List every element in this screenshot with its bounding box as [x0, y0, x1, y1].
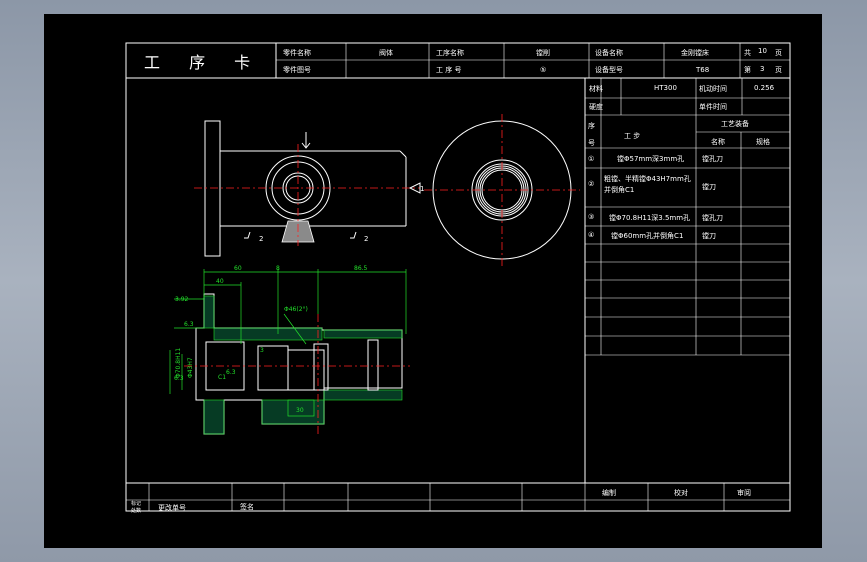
dim-label: 8 — [276, 265, 280, 272]
dim-label: 3 — [260, 347, 264, 354]
step-row-no: ② — [588, 180, 594, 188]
unit-time-label: 单件时间 — [699, 102, 727, 111]
process-name-label: 工序名称 — [436, 48, 464, 57]
equip-name-label: 设备名称 — [595, 48, 623, 57]
step-row-no: ④ — [588, 231, 594, 239]
card-title: 工 序 卡 — [144, 53, 262, 72]
dim-label: 6.3 — [226, 369, 236, 376]
part-name-label: 零件名称 — [283, 48, 311, 57]
step-row-desc: 镗Φ60mm孔并倒角C1 — [611, 231, 683, 240]
dim-label: 6.3 — [184, 321, 194, 328]
drawing-sheet[interactable]: 工 序 卡 零件名称 阀体 零件图号 工序名称 镗削 工 序 号 ⑤ 设备名称 … — [44, 14, 822, 548]
total-pages: 10 — [758, 47, 767, 55]
view-label: 1 — [420, 185, 424, 193]
step-row-desc: 镗Φ70.8H11深3.5mm孔 — [609, 213, 690, 222]
step-row-tool: 镗刀 — [702, 182, 716, 191]
dim-label: Φ70.8H11 — [175, 348, 182, 378]
page-no: 3 — [760, 65, 764, 73]
hardness-label: 硬度 — [589, 102, 603, 111]
dim-label: C1 — [218, 374, 226, 381]
footer-check: 校对 — [674, 488, 688, 497]
equip-model-label: 设备型号 — [595, 65, 623, 74]
part-name-value: 阀体 — [379, 48, 393, 57]
dim-label: 60 — [234, 265, 242, 272]
sheet-border — [125, 42, 791, 512]
machine-time-label: 机动时间 — [699, 84, 727, 93]
right-table — [584, 78, 791, 483]
tool-name-header: 名称 — [711, 137, 725, 146]
footer-compile: 编制 — [602, 488, 616, 497]
step-row-desc: 粗镗、半精镗Φ43H7mm孔并倒角C1 — [604, 175, 691, 194]
drawing-no-label: 零件图号 — [283, 65, 311, 74]
seq-label-bottom: 号 — [588, 139, 595, 147]
section-label: 2 — [259, 235, 263, 243]
header-table — [126, 43, 790, 79]
footer-change-no: 更改单号 — [158, 503, 186, 512]
step-row-desc-wrap: 粗镗、半精镗Φ43H7mm孔并倒角C1 — [604, 175, 691, 194]
drawing-canvas: 工 序 卡 零件名称 阀体 零件图号 工序名称 镗削 工 序 号 ⑤ 设备名称 … — [125, 42, 791, 514]
step-row-tool: 镗刀 — [702, 231, 716, 240]
dim-label: Φ43H7 — [187, 357, 194, 378]
dim-label: Φ46(2°) — [284, 306, 308, 313]
step-header: 工 步 — [624, 132, 640, 140]
footer-count-label: 处数 — [131, 507, 141, 514]
front-view — [194, 120, 421, 257]
page-unit: 页 — [775, 49, 782, 57]
footer-review: 审阅 — [737, 488, 751, 497]
footer-mark-label: 标记 — [131, 500, 141, 507]
equip-name-value: 金刚镗床 — [681, 48, 709, 57]
tool-spec-header: 规格 — [756, 137, 770, 146]
page-no-prefix: 第 — [744, 65, 751, 74]
step-row-tool: 镗孔刀 — [702, 213, 723, 222]
equip-header: 工艺装备 — [721, 119, 749, 128]
seq-label-top: 序 — [588, 121, 595, 130]
dim-label: 6.3 — [174, 375, 184, 382]
process-no-label: 工 序 号 — [436, 65, 461, 74]
material-value: HT300 — [654, 84, 677, 92]
machine-time-value: 0.256 — [754, 84, 775, 92]
step-row-no: ③ — [588, 213, 594, 221]
footer-table — [126, 482, 790, 511]
footer-sign: 签名 — [240, 502, 254, 511]
dim-label: 3.92 — [175, 296, 189, 303]
dim-label: 30 — [296, 407, 304, 414]
step-row-no: ① — [588, 155, 594, 163]
process-name-value: 镗削 — [536, 48, 550, 57]
process-no-value: ⑤ — [540, 66, 546, 74]
dimensions — [169, 269, 407, 394]
step-row-tool: 镗孔刀 — [702, 154, 723, 163]
equip-model-value: T68 — [695, 66, 709, 74]
section-label: 2 — [364, 235, 368, 243]
step-row-desc: 镗Φ57mm深3mm孔 — [617, 154, 684, 163]
total-pages-prefix: 共 — [744, 48, 751, 57]
end-view — [424, 114, 580, 266]
material-label: 材料 — [589, 84, 603, 93]
dim-label: 86.5 — [354, 265, 368, 272]
page-unit-2: 页 — [775, 66, 782, 74]
dim-label: 40 — [216, 278, 224, 285]
